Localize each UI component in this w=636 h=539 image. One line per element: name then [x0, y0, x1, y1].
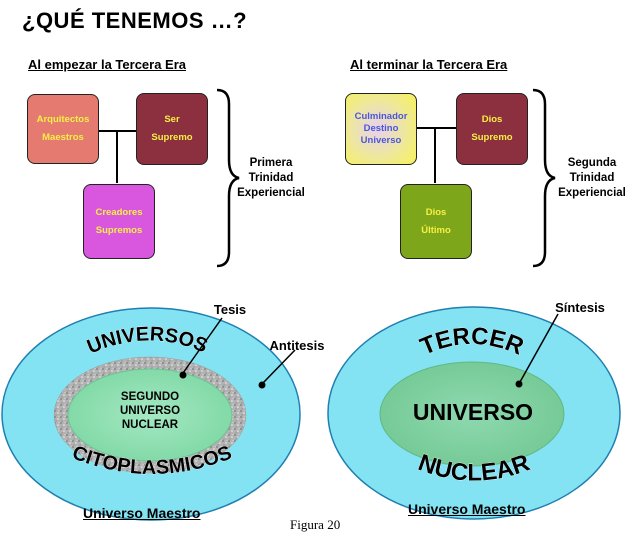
sintesis-label: Síntesis	[555, 300, 605, 315]
first-trinity-label: Primera Trinidad Experiencial	[237, 157, 305, 199]
antitesis-dot	[258, 381, 266, 389]
right-panel-heading: Al terminar la Tercera Era	[350, 57, 508, 72]
right-ellipse-caption: Universo Maestro	[408, 501, 526, 517]
left-inner-line2: UNIVERSO	[120, 405, 180, 417]
box-culminador-destino-universo: Culminador Destino Universo	[345, 93, 417, 165]
box-creadores-label: Creadores Supremos	[95, 206, 143, 236]
ellipses-diagram: UNIVERSOS CITOPLASMICOS SEGUNDO UNIVERSO…	[1, 300, 621, 521]
box-arquitectos-label: Arquitectos Maestros	[36, 114, 90, 143]
box-dios-supremo: Dios Supremo	[456, 93, 528, 165]
antitesis-label: Antitesis	[270, 338, 325, 353]
sintesis-arrow	[519, 313, 559, 383]
figure-caption: Figura 20	[290, 517, 341, 532]
left-inner-line3: NUCLEAR	[122, 419, 179, 431]
sintesis-dot	[515, 380, 523, 388]
tesis-dot	[179, 371, 187, 379]
right-brace	[532, 88, 556, 268]
left-inner-ellipse	[67, 368, 233, 462]
left-inner-line1: SEGUNDO	[121, 391, 179, 403]
tesis-arrow	[182, 317, 223, 374]
box-creadores-supremos: Creadores Supremos	[83, 184, 155, 259]
left-brace	[216, 88, 240, 268]
left-ellipse-caption: Universo Maestro	[83, 505, 201, 521]
box-dios-supremo-label: Dios Supremo	[471, 114, 513, 143]
tesis-label: Tesis	[214, 302, 246, 317]
right-inner-ellipse	[379, 361, 565, 467]
box-arquitectos-maestros: Arquitectos Maestros	[27, 94, 99, 164]
connector-lines	[99, 88, 556, 268]
box-ser-supremo: Ser Supremo	[136, 93, 208, 165]
box-dios-ultimo: Dios Último	[400, 184, 472, 259]
box-dios-ultimo-label: Dios Último	[421, 206, 451, 236]
left-panel-heading: Al empezar la Tercera Era	[28, 57, 187, 72]
box-culminador-label: Culminador Destino Universo	[354, 111, 408, 146]
antitesis-arrow	[262, 349, 296, 384]
second-trinity-label: Segunda Trinidad Experiencial	[558, 157, 626, 199]
page-title: ¿QUÉ TENEMOS …?	[22, 8, 248, 33]
box-ser-supremo-label: Ser Supremo	[151, 114, 193, 143]
right-center-text: UNIVERSO	[413, 399, 533, 425]
